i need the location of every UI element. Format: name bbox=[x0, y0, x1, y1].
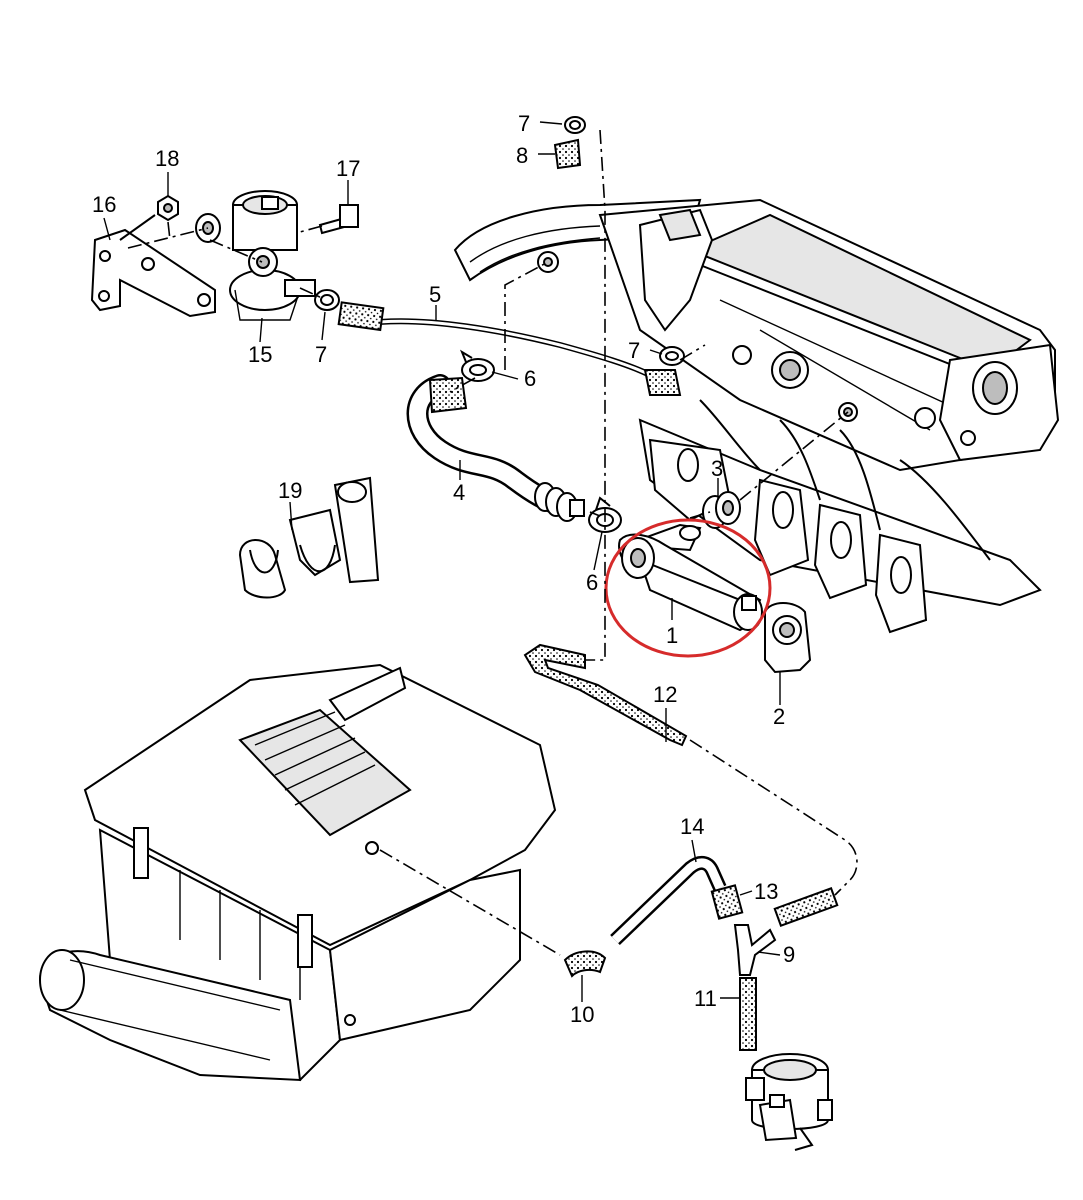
callout-8: 8 bbox=[516, 143, 528, 168]
callout-6-upper: 6 bbox=[524, 366, 536, 391]
hose-13 bbox=[710, 884, 744, 920]
callout-numbers: 1 2 3 4 5 6 6 7 7 7 8 9 10 11 12 13 14 1… bbox=[92, 111, 795, 1027]
callout-15: 15 bbox=[248, 342, 272, 367]
callout-11: 11 bbox=[694, 986, 717, 1011]
callout-18: 18 bbox=[155, 146, 179, 171]
nut-18 bbox=[157, 194, 179, 222]
callout-12: 12 bbox=[653, 682, 677, 707]
clamp-7-mid bbox=[659, 346, 685, 366]
hose-11 bbox=[739, 977, 757, 1051]
grommet-3 bbox=[702, 491, 741, 529]
callout-leaders bbox=[103, 121, 781, 1002]
fitting-9 bbox=[733, 924, 777, 976]
callout-16: 16 bbox=[92, 192, 116, 217]
callout-4: 4 bbox=[453, 480, 465, 505]
hose-12 bbox=[523, 643, 688, 747]
hose-4 bbox=[406, 374, 585, 522]
clamp-6-upper bbox=[459, 349, 495, 382]
hose-14 bbox=[610, 856, 727, 946]
valve-part-15 bbox=[195, 190, 316, 321]
callout-9: 9 bbox=[783, 942, 795, 967]
cap-8 bbox=[553, 138, 582, 170]
bolt-17 bbox=[318, 204, 359, 235]
holder-19 bbox=[238, 476, 380, 599]
callout-7-mid: 7 bbox=[628, 338, 640, 363]
air-filter-housing bbox=[38, 663, 557, 1082]
callout-3: 3 bbox=[711, 456, 723, 481]
callout-13: 13 bbox=[754, 879, 778, 904]
hose-10 bbox=[563, 950, 607, 978]
callout-19: 19 bbox=[278, 478, 302, 503]
callout-17: 17 bbox=[336, 156, 360, 181]
intake-manifold bbox=[453, 198, 1060, 634]
callout-14: 14 bbox=[680, 814, 704, 839]
valve-part-1 bbox=[618, 523, 763, 632]
bracket-2 bbox=[764, 602, 812, 674]
callout-2: 2 bbox=[773, 704, 785, 729]
clamp-7-top bbox=[564, 116, 586, 134]
callout-5: 5 bbox=[429, 282, 441, 307]
throttle-body bbox=[745, 1053, 833, 1151]
bracket-assembly bbox=[90, 214, 216, 318]
reference-lines bbox=[127, 129, 858, 956]
callout-10: 10 bbox=[570, 1002, 594, 1027]
callout-1: 1 bbox=[666, 623, 678, 648]
highlight-circle bbox=[604, 518, 772, 658]
callout-6-lower: 6 bbox=[586, 570, 598, 595]
callout-7-top: 7 bbox=[518, 111, 530, 136]
hose-5 bbox=[337, 301, 682, 396]
callout-7-left: 7 bbox=[315, 342, 327, 367]
hose-right-segment bbox=[773, 887, 839, 927]
clamp-7-left bbox=[314, 289, 340, 311]
